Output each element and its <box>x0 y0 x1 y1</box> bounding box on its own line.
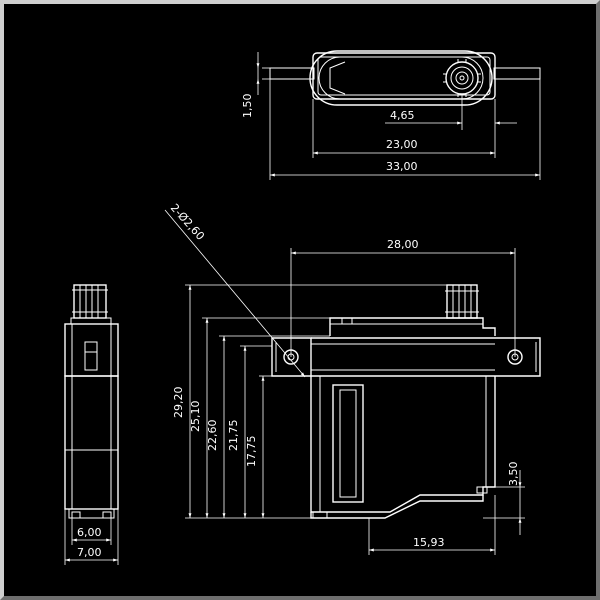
top-gear-mid <box>450 66 474 90</box>
dim-side-inner: 6,00 <box>77 526 102 539</box>
side-case-bottom <box>64 375 119 510</box>
front-body <box>310 376 496 513</box>
dim-height-mount: 17,75 <box>245 436 258 468</box>
dim-top-overall-width: 33,00 <box>386 160 418 173</box>
dim-height-flange: 21,75 <box>227 420 240 452</box>
dim-bottom-offset: 15,93 <box>413 536 445 549</box>
dim-bottom-step: 3,50 <box>507 462 520 487</box>
side-bottom-cap <box>68 508 115 519</box>
top-horn <box>309 50 493 106</box>
front-flange-right <box>495 337 541 377</box>
side-gear-base <box>70 317 112 325</box>
dim-side-outer: 7,00 <box>77 546 102 559</box>
top-gear-inner <box>455 71 469 85</box>
dim-height-top: 25,10 <box>189 401 202 433</box>
front-gear <box>446 284 478 319</box>
front-label-window <box>332 384 364 503</box>
side-gear-teeth <box>72 285 108 318</box>
dim-mount-span: 28,00 <box>387 238 419 251</box>
side-flange-slot <box>84 341 98 371</box>
side-view: 6,00 7,00 <box>64 284 119 565</box>
hole-leader <box>164 209 306 378</box>
front-gear-teeth <box>445 285 479 318</box>
top-view: 1,50 4,65 23,00 33,00 <box>241 50 541 180</box>
top-gear-center <box>459 75 465 81</box>
dim-top-inner-width: 23,00 <box>386 138 418 151</box>
front-flange-left <box>271 337 312 377</box>
top-gear-teeth <box>443 59 481 97</box>
dim-height-overall: 29,20 <box>172 387 185 419</box>
front-top-cover <box>329 317 496 336</box>
side-case-top <box>64 323 119 377</box>
front-view: 2-Ø2,60 28,00 29,20 25,10 22,60 21,75 17… <box>164 201 541 555</box>
top-shaft-right <box>493 67 541 80</box>
front-bottom-cap <box>310 495 484 519</box>
top-horn-inner <box>318 56 484 100</box>
dim-top-height: 1,50 <box>241 94 254 119</box>
dim-height-flange-top: 22,60 <box>206 420 219 452</box>
top-horn-tip <box>329 61 346 95</box>
top-shaft-left <box>269 67 315 80</box>
dim-top-offset: 4,65 <box>390 109 415 122</box>
